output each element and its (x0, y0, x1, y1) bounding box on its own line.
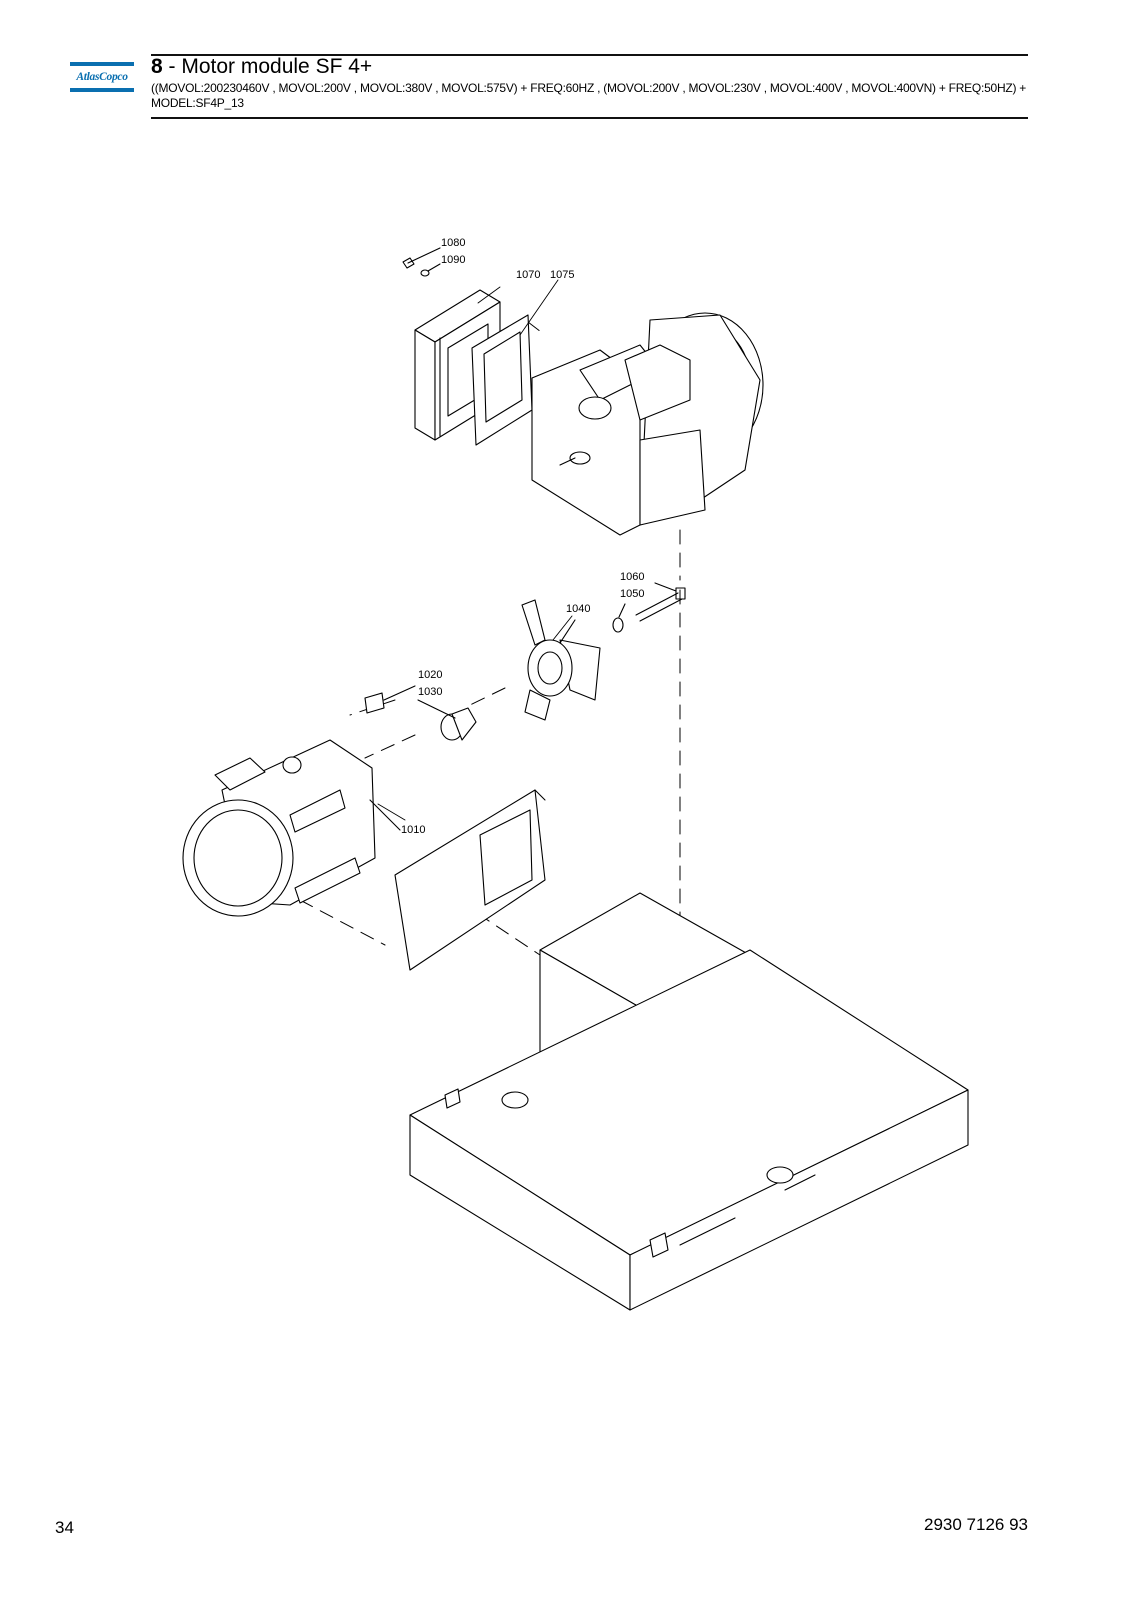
header-rule-bottom (151, 117, 1028, 119)
compressor-element (531, 312, 764, 536)
callout-1070: 1070 (516, 269, 540, 281)
logo-bar-bottom (70, 88, 134, 92)
motor-mounting-plate (394, 789, 546, 971)
callout-leaders (377, 279, 573, 821)
callout-1010: 1010 (401, 824, 425, 836)
callout-1020: 1020 (418, 669, 442, 681)
electric-motor (182, 739, 401, 917)
coupling (364, 685, 477, 741)
callout-1050: 1050 (620, 588, 644, 600)
section-title: - Motor module SF 4+ (162, 55, 373, 78)
base-frame (409, 949, 969, 1311)
document-number: 2930 7126 93 (924, 1515, 1028, 1534)
callout-1090: 1090 (441, 254, 465, 266)
gasket (471, 314, 533, 446)
callout-1030: 1030 (418, 686, 442, 698)
callout-1060: 1060 (620, 571, 644, 583)
atlas-copco-logo: AtlasCopco (70, 62, 134, 94)
callout-1075: 1075 (550, 269, 574, 281)
section-number: 8 (151, 55, 163, 78)
callout-1040: 1040 (566, 603, 590, 615)
page-subtitle: ((MOVOL:200230460V , MOVOL:200V , MOVOL:… (151, 81, 1027, 110)
logo-wordmark: AtlasCopco (76, 71, 128, 83)
callout-1080: 1080 (441, 237, 465, 249)
header-rule-top (151, 54, 1028, 56)
page-number: 34 (55, 1518, 74, 1537)
logo-bar-top (70, 62, 134, 66)
page-title: 8 - Motor module SF 4+ (151, 55, 372, 79)
screw-and-washer (402, 247, 441, 277)
cooling-fan (521, 599, 601, 721)
bolt-and-washer (612, 582, 686, 633)
